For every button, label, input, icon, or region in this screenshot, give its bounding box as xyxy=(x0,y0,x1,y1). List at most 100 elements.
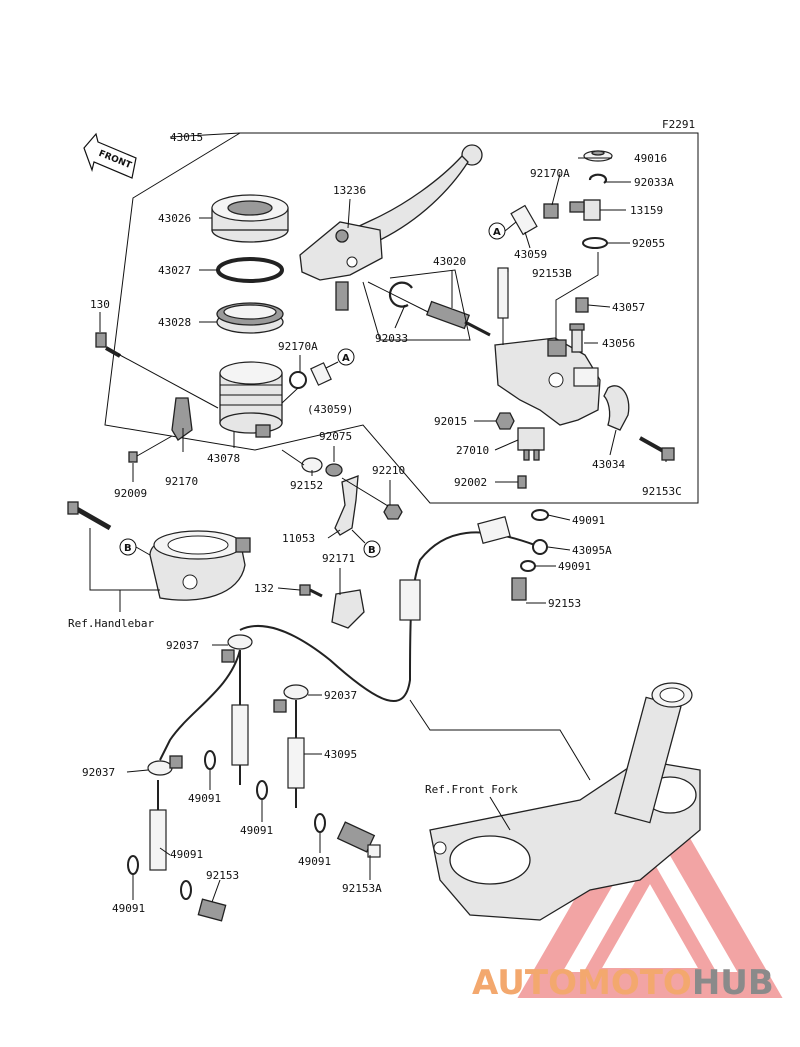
washer-92152 xyxy=(301,457,323,473)
bolt-92153a xyxy=(336,821,381,858)
circlip-92033 xyxy=(388,281,413,308)
label-92170a-2: 92170A xyxy=(530,167,570,180)
reservoir-diaphragm xyxy=(216,302,284,334)
bleeder-43057 xyxy=(575,297,589,313)
clamp-92171 xyxy=(331,589,365,629)
brake-hose-lower xyxy=(149,649,305,871)
label-132: 132 xyxy=(254,582,274,595)
label-92037-1: 92037 xyxy=(166,639,199,652)
label-92037-2: 92037 xyxy=(324,689,357,702)
nut-92210 xyxy=(383,504,403,520)
label-92170a-1: 92170A xyxy=(278,340,318,353)
label-49091-6: 49091 xyxy=(170,848,203,861)
part-labels: 43015 43026 43027 43028 130 92170A (4305… xyxy=(82,131,682,915)
label-43078: 43078 xyxy=(207,452,240,465)
marker-b-2-label: B xyxy=(368,545,376,556)
label-49091-5: 49091 xyxy=(298,855,331,868)
label-43020: 43020 xyxy=(433,255,466,268)
hose-clamp-92170a xyxy=(289,362,332,389)
bolt-92153c xyxy=(639,436,675,461)
fitting-13159 xyxy=(569,199,601,221)
fork-triple-clamp xyxy=(429,682,701,921)
label-92170: 92170 xyxy=(165,475,198,488)
joint-92037-3 xyxy=(147,755,183,776)
reservoir-diaphragm-ring xyxy=(216,257,284,283)
brake-lever xyxy=(299,144,483,311)
bolt-92153-upper xyxy=(511,577,527,601)
label-43027: 43027 xyxy=(158,264,191,277)
label-43059: 43059 xyxy=(514,248,547,261)
marker-b-1-label: B xyxy=(124,543,132,554)
joint-92037-2 xyxy=(273,684,309,713)
leader-lines xyxy=(99,157,667,903)
reservoir-bracket xyxy=(171,397,193,441)
hose-43059 xyxy=(510,203,559,236)
watermark-part3: HUB xyxy=(692,963,774,1003)
label-43095a: 43095A xyxy=(572,544,612,557)
label-92015: 92015 xyxy=(434,415,467,428)
label-92009: 92009 xyxy=(114,487,147,500)
label-13159: 13159 xyxy=(630,204,663,217)
watermark-part1: AUTO xyxy=(472,963,577,1003)
master-cylinder-clamp xyxy=(603,385,630,431)
label-92033a: 92033A xyxy=(634,176,674,189)
figure-code: F2291 xyxy=(662,118,695,131)
marker-a-1: A xyxy=(337,348,355,366)
brake-hose-upper xyxy=(239,515,548,703)
label-92153-2: 92153 xyxy=(206,869,239,882)
label-43056: 43056 xyxy=(602,337,635,350)
label-92037-3: 92037 xyxy=(82,766,115,779)
washer-92075 xyxy=(325,463,343,477)
marker-a-2: A xyxy=(488,222,506,240)
frame-lines xyxy=(104,132,699,504)
marker-b-1: B xyxy=(119,538,137,556)
marker-b-2: B xyxy=(363,540,381,558)
master-cylinder-body xyxy=(494,337,601,426)
ref-handlebar: Ref.Handlebar xyxy=(68,617,154,630)
reservoir-cap xyxy=(211,194,289,243)
oring-92055 xyxy=(582,237,608,249)
label-92153c: 92153C xyxy=(642,485,682,498)
label-92153-1: 92153 xyxy=(548,597,581,610)
ref-front-fork: Ref.Front Fork xyxy=(425,783,518,796)
cap-49016 xyxy=(583,150,613,162)
nut-92015 xyxy=(495,412,515,430)
label-43095: 43095 xyxy=(324,748,357,761)
label-49091-4: 49091 xyxy=(240,824,273,837)
label-49091-3: 49091 xyxy=(188,792,221,805)
bolt-132 xyxy=(299,584,323,598)
label-49091-2: 49091 xyxy=(558,560,591,573)
watermark-text: AUTOMOTOHUB xyxy=(472,963,774,1003)
handlebar-bolt xyxy=(67,501,112,531)
label-49091-7: 49091 xyxy=(112,902,145,915)
label-92002: 92002 xyxy=(454,476,487,489)
label-13236: 13236 xyxy=(333,184,366,197)
bleeder-43056 xyxy=(569,323,585,353)
front-arrow-icon: FRONT xyxy=(83,132,137,179)
label-43026: 43026 xyxy=(158,212,191,225)
label-92153b: 92153B xyxy=(532,267,572,280)
watermark-triangle xyxy=(517,769,783,998)
marker-a-1-label: A xyxy=(342,353,350,364)
screw-92002 xyxy=(517,475,527,489)
label-49016: 49016 xyxy=(634,152,667,165)
label-92152: 92152 xyxy=(290,479,323,492)
label-92055: 92055 xyxy=(632,237,665,250)
label-43034: 43034 xyxy=(592,458,625,471)
label-43057: 43057 xyxy=(612,301,645,314)
label-92075: 92075 xyxy=(319,430,352,443)
brake-light-switch xyxy=(517,427,545,461)
label-43059-paren: (43059) xyxy=(307,403,353,416)
label-92171: 92171 xyxy=(322,552,355,565)
joint-92037-1 xyxy=(221,634,253,663)
watermark-part2: MOTO xyxy=(577,963,692,1003)
label-49091-1: 49091 xyxy=(572,514,605,527)
label-27010: 27010 xyxy=(456,444,489,457)
bolt-92153-lower xyxy=(197,898,227,922)
label-92210: 92210 xyxy=(372,464,405,477)
clip-92033a xyxy=(588,173,608,184)
bracket-11053 xyxy=(334,475,359,536)
piston-assembly xyxy=(425,300,491,337)
marker-a-2-label: A xyxy=(493,227,501,238)
